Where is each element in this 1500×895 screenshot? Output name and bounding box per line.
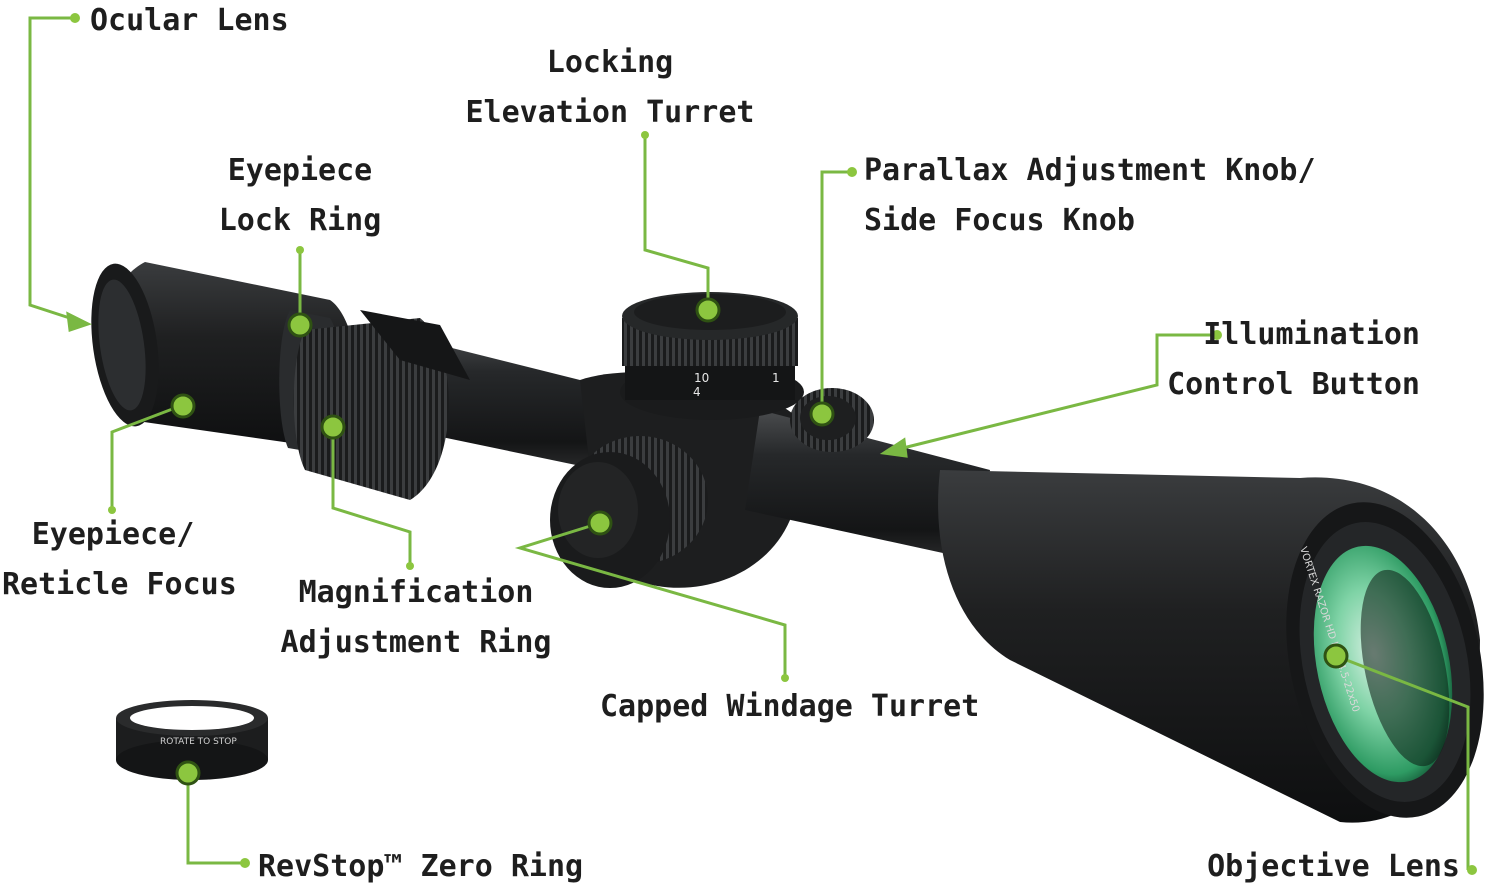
windage-turret-cap-highlight bbox=[558, 462, 638, 558]
callout-dots bbox=[70, 13, 1477, 875]
callout-line-ocular bbox=[28, 16, 86, 325]
label-illumination-line1: Illumination bbox=[1203, 317, 1420, 352]
callout-line-revstop bbox=[186, 773, 243, 865]
callout-dot-objective bbox=[1323, 643, 1349, 669]
label-parallax-knob: Parallax Adjustment Knob/ Side Focus Kno… bbox=[864, 146, 1316, 246]
revstop-ring-hole bbox=[130, 706, 254, 730]
label-eyepiece-lock-ring-line1: Eyepiece bbox=[227, 153, 373, 188]
callout-dot-objective-tip bbox=[1467, 865, 1477, 875]
callout-line-parallax bbox=[820, 170, 850, 412]
callout-dot-windage-tip bbox=[781, 674, 789, 682]
revstop-ring-engraving: ROTATE TO STOP bbox=[160, 737, 237, 747]
ocular-end-highlight bbox=[98, 279, 146, 411]
callout-dot-revstop bbox=[175, 760, 201, 786]
label-eyepiece-lock-ring-line2: Lock Ring bbox=[218, 203, 382, 238]
main-tube-front bbox=[745, 410, 990, 560]
callout-dot-eyepiece-lock-tip bbox=[296, 246, 304, 254]
callout-dot-elevation bbox=[695, 297, 721, 323]
callout-arrow-illumination bbox=[879, 437, 908, 458]
callout-line-objective bbox=[1335, 654, 1470, 870]
callout-dot-magnification bbox=[320, 414, 346, 440]
magnification-ring-lever bbox=[360, 310, 470, 380]
label-eyepiece-reticle-focus: Eyepiece/ Reticle Focus bbox=[2, 510, 237, 610]
label-ocular-lens: Ocular Lens bbox=[90, 3, 289, 38]
turret-number-10: 10 bbox=[694, 371, 709, 385]
label-illumination-button: Illumination Control Button bbox=[1167, 310, 1420, 410]
label-parallax-knob-line2: Side Focus Knob bbox=[864, 203, 1135, 238]
callout-dot-illumination-tip bbox=[1212, 330, 1222, 340]
label-illumination-line2: Control Button bbox=[1167, 367, 1420, 402]
turret-number-1: 1 bbox=[772, 371, 780, 385]
label-magnification-line1: Magnification bbox=[298, 575, 534, 610]
label-reticle-focus-line1: Eyepiece/ bbox=[31, 517, 195, 552]
callout-dot-parallax-tip bbox=[847, 167, 857, 177]
label-magnification-line2: Adjustment Ring bbox=[280, 625, 552, 660]
callout-arrow-ocular bbox=[66, 311, 92, 333]
callout-dot-eyepiece-lock bbox=[287, 312, 313, 338]
label-eyepiece-lock-ring: Eyepiece Lock Ring bbox=[200, 146, 400, 246]
callout-line-illumination bbox=[894, 333, 1215, 452]
callout-dot-parallax bbox=[809, 401, 835, 427]
callout-line-magnification bbox=[331, 427, 412, 565]
label-parallax-knob-line1: Parallax Adjustment Knob/ bbox=[864, 153, 1316, 188]
label-locking-elevation-turret-line1: Locking bbox=[546, 45, 674, 80]
label-locking-elevation-turret: Locking Elevation Turret bbox=[460, 38, 760, 138]
label-objective-lens: Objective Lens bbox=[1207, 849, 1460, 884]
callout-line-elevation bbox=[643, 135, 710, 308]
callout-dot-revstop-tip bbox=[240, 858, 250, 868]
callout-line-windage bbox=[514, 521, 787, 677]
callout-lines bbox=[28, 16, 1470, 870]
label-reticle-focus-line2: Reticle Focus bbox=[2, 567, 237, 602]
callout-dot-elevation-tip bbox=[641, 131, 649, 139]
callout-dot-reticle-focus-tip bbox=[108, 506, 116, 514]
callout-dot-reticle-focus bbox=[170, 393, 196, 419]
objective-glass-shadow bbox=[1360, 569, 1450, 767]
label-capped-windage-turret: Capped Windage Turret bbox=[600, 689, 980, 724]
callout-dot-windage bbox=[587, 510, 613, 536]
callout-dot-magnification-tip bbox=[406, 562, 414, 570]
callout-line-reticle-focus bbox=[110, 403, 184, 508]
turret-number-4: 4 bbox=[693, 385, 701, 399]
callout-dot-ocular-tip bbox=[70, 13, 80, 23]
label-locking-elevation-turret-line2: Elevation Turret bbox=[465, 95, 755, 130]
label-revstop-zero-ring: RevStop™ Zero Ring bbox=[258, 849, 584, 884]
revstop-ring-bottom bbox=[116, 740, 268, 780]
label-magnification-ring: Magnification Adjustment Ring bbox=[276, 568, 556, 668]
